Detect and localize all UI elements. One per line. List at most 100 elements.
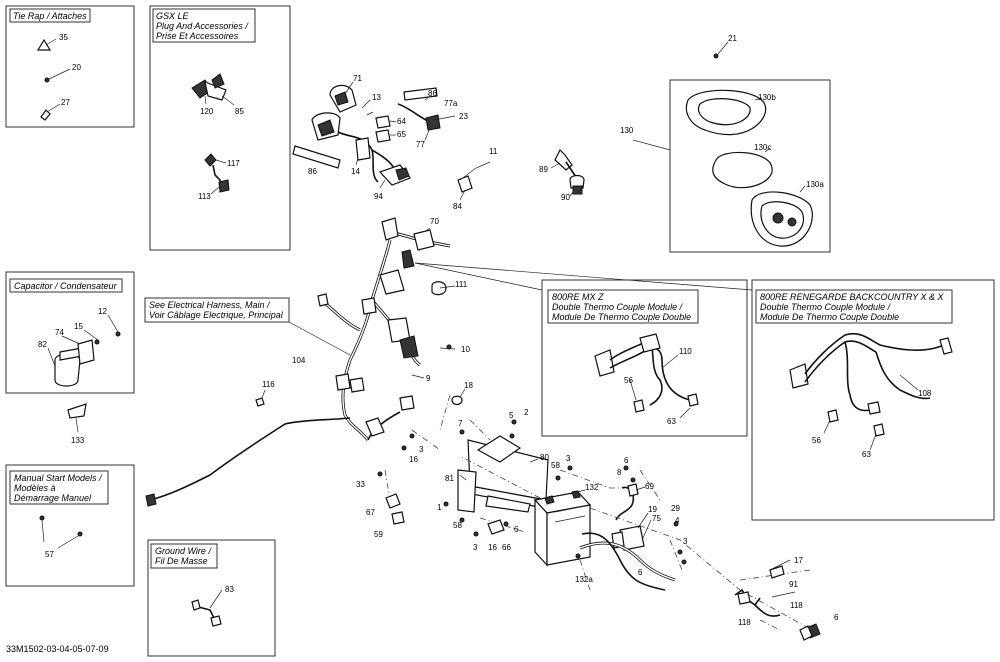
callout-120: 120	[200, 107, 214, 116]
callout-133: 133	[71, 436, 85, 445]
panel-renegade	[751, 279, 995, 521]
callout-81: 81	[445, 474, 454, 483]
callout-77a: 77a	[444, 99, 458, 108]
callout-6a: 6	[514, 525, 519, 534]
plug-89-90	[554, 148, 585, 195]
callout-4: 4	[675, 516, 680, 525]
callout-94: 94	[374, 192, 383, 201]
callout-104: 104	[292, 356, 306, 365]
hardware-bottom	[377, 419, 785, 579]
callout-17: 17	[794, 556, 803, 565]
callout-3b: 3	[566, 454, 571, 463]
callouts: 35 20 27 71 13 64 65 86 77a 23 77 120 85…	[38, 33, 932, 627]
panel-manual-start-title-2: Modèles à	[14, 483, 56, 493]
panel-capacitor	[5, 271, 135, 394]
panel-manual-start-title-1: Manual Start Models /	[14, 473, 103, 483]
callout-130b: 130b	[758, 93, 776, 102]
panel-gsx-le-title-2: Plug And Accessories /	[156, 21, 249, 31]
callout-20: 20	[72, 63, 81, 72]
callout-33: 33	[356, 480, 365, 489]
callout-111: 111	[455, 280, 468, 289]
callout-75: 75	[652, 514, 661, 523]
callout-84: 84	[453, 202, 462, 211]
callout-82: 82	[38, 340, 47, 349]
panel-ground-wire	[147, 539, 276, 657]
diagram-id: 33M1502-03-04-05-07-09	[6, 644, 109, 654]
callout-56a: 56	[624, 376, 633, 385]
callout-80: 80	[540, 453, 549, 462]
solenoid-19-75	[579, 525, 676, 591]
gauge-cover-130	[685, 89, 813, 247]
callout-71: 71	[353, 74, 362, 83]
gsx-handlebar-switch	[292, 84, 491, 193]
callout-7: 7	[458, 419, 463, 428]
thermo-couple-renegade	[789, 332, 953, 437]
callout-64: 64	[397, 117, 406, 126]
callout-19: 19	[648, 505, 657, 514]
callout-108: 108	[918, 389, 932, 398]
callout-132a: 132a	[575, 575, 593, 584]
callout-86a: 86	[428, 89, 437, 98]
panel-130-group	[669, 79, 831, 253]
panel-manual-start-title-3: Démarrage Manuel	[14, 493, 92, 503]
panel-gsx-le	[149, 5, 291, 251]
callout-70: 70	[430, 217, 439, 226]
callout-110: 110	[679, 347, 692, 356]
callout-83: 83	[225, 585, 234, 594]
callout-14: 14	[351, 167, 360, 176]
callout-16a: 16	[409, 455, 418, 464]
callout-90: 90	[561, 193, 570, 202]
callout-6b: 6	[624, 456, 629, 465]
callout-57: 57	[45, 550, 54, 559]
callout-59: 59	[374, 530, 383, 539]
callout-3a: 3	[419, 445, 424, 454]
callout-11: 11	[489, 147, 498, 156]
callout-58a: 58	[551, 461, 560, 470]
panel-manual-start	[5, 464, 135, 587]
panel-tie-rap	[5, 5, 135, 128]
callout-118b: 118	[738, 618, 751, 627]
callout-118a: 118	[790, 601, 803, 610]
panel-mxz-title-1: 800RE MX Z	[552, 292, 604, 302]
callout-27: 27	[61, 98, 70, 107]
panel-gsx-le-title-1: GSX LE	[156, 11, 190, 21]
callout-13: 13	[372, 93, 381, 102]
capacitor-part	[54, 331, 121, 419]
callout-74: 74	[55, 328, 64, 337]
panel-capacitor-title: Capacitor / Condensateur	[14, 281, 118, 291]
callout-9: 9	[426, 374, 431, 383]
callout-85: 85	[235, 107, 244, 116]
panel-renegade-title-3: Module De Thermo Couple Double	[760, 312, 899, 322]
callout-8: 8	[617, 468, 622, 477]
callout-21: 21	[728, 34, 737, 43]
panel-ground-wire-title-2: Fil De Masse	[155, 556, 208, 566]
harness-note-2: Voir Câblage Electrique, Principal	[149, 310, 284, 320]
panel-gsx-le-title-3: Prise Et Accessoires	[156, 31, 239, 41]
callout-15: 15	[74, 322, 83, 331]
callout-3d: 3	[683, 537, 688, 546]
battery-132	[533, 490, 592, 567]
callout-117: 117	[227, 159, 240, 168]
callout-63b: 63	[862, 450, 871, 459]
callout-35: 35	[59, 33, 68, 42]
callout-6c: 6	[638, 568, 643, 577]
callout-1: 1	[437, 503, 442, 512]
panel-mxz-title-3: Module De Thermo Couple Double	[552, 312, 691, 322]
panel-ground-wire-title-1: Ground Wire /	[155, 546, 212, 556]
panel-mxz-title-2: Double Thermo Couple Module /	[552, 302, 684, 312]
callout-91: 91	[789, 580, 798, 589]
callout-130a: 130a	[806, 180, 824, 189]
callout-5: 5	[509, 411, 514, 420]
callout-16b: 16	[488, 543, 497, 552]
callout-113: 113	[198, 192, 211, 201]
callout-56b: 56	[812, 436, 821, 445]
callout-6d: 6	[834, 613, 839, 622]
callout-29: 29	[671, 504, 680, 513]
callout-12: 12	[98, 307, 107, 316]
thermo-couple-mxz	[594, 333, 699, 413]
callout-10: 10	[461, 345, 470, 354]
callout-130: 130	[620, 126, 634, 135]
panel-tie-rap-title: Tie Rap / Attaches	[13, 11, 87, 21]
panel-renegade-title-2: Double Thermo Couple Module /	[760, 302, 892, 312]
